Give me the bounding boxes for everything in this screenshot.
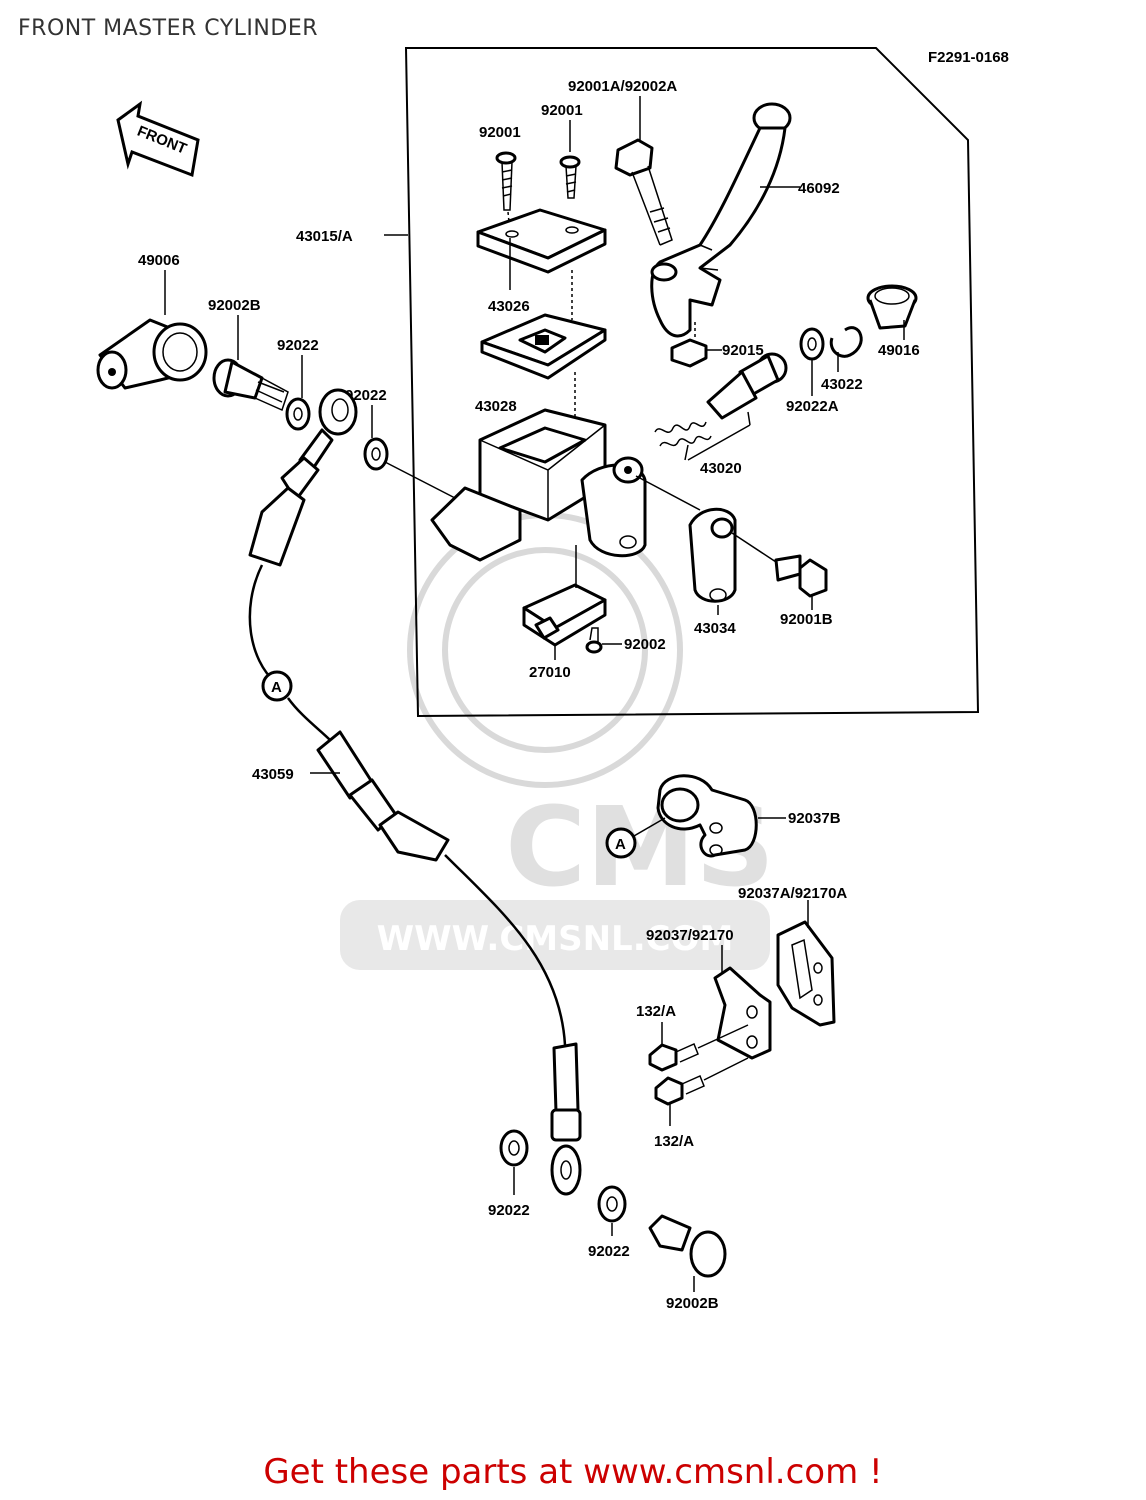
callout-43059: 43059 (252, 766, 294, 783)
callout-92015: 92015 (722, 342, 764, 359)
callout-49006: 49006 (138, 252, 180, 269)
screw-92002 (585, 627, 603, 654)
screw-92001-b (559, 155, 581, 199)
watermark-url: WWW.CMSNL.COM (377, 919, 734, 959)
callout-92002B-bottom: 92002B (666, 1295, 719, 1312)
promo-link[interactable]: Get these parts at www.cmsnl.com ! (263, 1452, 883, 1492)
clamp-43034 (688, 507, 737, 603)
callout-92002B-top: 92002B (208, 297, 261, 314)
hose-clamp-92037B (656, 774, 758, 858)
bolt-132A-lower (654, 1074, 705, 1106)
dust-cover-49016 (866, 284, 918, 330)
callout-43020: 43020 (700, 460, 742, 477)
callout-27010: 27010 (529, 664, 571, 681)
page-title: FRONT MASTER CYLINDER (18, 16, 319, 41)
circlip-43022 (829, 326, 863, 358)
callout-43026: 43026 (488, 298, 530, 315)
bracket-92037 (713, 966, 772, 1060)
bracket-92037A (776, 920, 836, 1027)
callout-49016: 49016 (878, 342, 920, 359)
callout-92001-a: 92001 (479, 124, 521, 141)
ref-A-1: A (271, 679, 282, 696)
brake-hose-lower (444, 854, 567, 1046)
callout-92022-b: 92022 (345, 387, 387, 404)
callout-92001B: 92001B (780, 611, 833, 628)
screw-92001-a (495, 151, 517, 211)
callout-92037-92170: 92037/92170 (646, 927, 734, 944)
banjo-bolt-92002B-bottom (648, 1214, 727, 1278)
callout-92037A-92170A: 92037A/92170A (738, 885, 847, 902)
front-arrow-icon: FRONT (116, 100, 200, 178)
callout-92022-a: 92022 (277, 337, 319, 354)
brake-switch-27010 (522, 583, 607, 647)
banjo-bolt-92002B-top (212, 358, 289, 412)
hose-upper-fitting (248, 388, 358, 567)
callout-43028: 43028 (475, 398, 517, 415)
assembly-frame (404, 47, 980, 718)
callout-132A-lower: 132/A (654, 1133, 694, 1150)
nut-92015 (670, 338, 708, 368)
ref-circle-A-1 (261, 670, 293, 702)
callout-43034: 43034 (694, 620, 736, 637)
hose-lower-fitting (550, 1042, 582, 1196)
washer-92022-d (597, 1185, 627, 1223)
callout-92001-b: 92001 (541, 102, 583, 119)
callout-92001A-92002A: 92001A/92002A (568, 78, 677, 95)
washer-92022-c (499, 1129, 529, 1167)
callout-92037B: 92037B (788, 810, 841, 827)
figure-code: F2291-0168 (928, 49, 1009, 66)
piston-kit-43020 (654, 352, 788, 447)
callout-92002: 92002 (624, 636, 666, 653)
washer-92022-b (363, 437, 389, 471)
diaphragm-43028 (480, 313, 607, 380)
bolt-92001B (774, 554, 828, 598)
brake-hose-upper (248, 564, 276, 683)
callout-92022-c: 92022 (488, 1202, 530, 1219)
ref-circle-A-2 (605, 827, 637, 859)
washer-92022A (799, 327, 825, 361)
callout-92022A: 92022A (786, 398, 839, 415)
ref-A-2: A (615, 836, 626, 853)
callout-43015A: 43015/A (296, 228, 353, 245)
pivot-bolt-92001A (614, 138, 673, 246)
callout-92022-d: 92022 (588, 1243, 630, 1260)
callout-46092: 46092 (798, 180, 840, 197)
washer-92022-a (285, 397, 311, 431)
bolt-132A-upper (648, 1042, 699, 1072)
reservoir-cap-43026 (476, 208, 607, 274)
callout-43022: 43022 (821, 376, 863, 393)
master-cylinder-body (430, 408, 647, 562)
brake-boot-49006 (96, 318, 208, 390)
callout-132A-upper: 132/A (636, 1003, 676, 1020)
brake-lever-46092 (650, 102, 792, 338)
brake-hose-43059 (316, 730, 450, 862)
